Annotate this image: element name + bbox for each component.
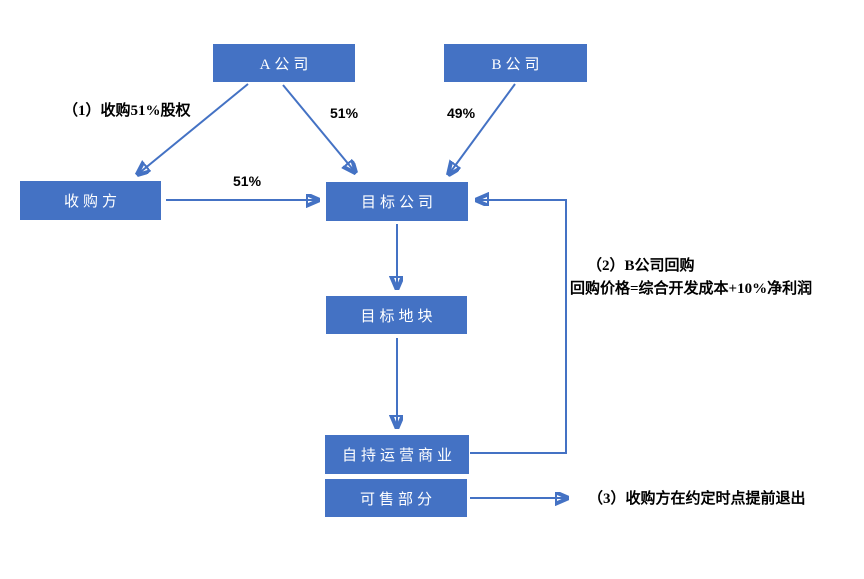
edge-selfheld-buyback-to-target [470,200,567,454]
label-acquirer-to-target-51pct: 51% [233,173,262,189]
node-target-land: 目标地块 [326,296,467,334]
node-target-company: 目标公司 [326,182,468,221]
label-step2-line2: 回购价格=综合开发成本+10%净利润 [570,281,813,298]
node-saleable-portion-label: 可售部分 [359,491,436,508]
node-self-held-business: 自持运营商业 [325,435,469,474]
node-target-company-label: 目标公司 [360,195,437,211]
label-b-to-target-49pct: 49% [447,105,476,121]
edge-companya-to-target [282,84,355,172]
node-company-a: A公司 [213,44,355,82]
edge-companyb-to-target [449,83,516,174]
node-company-b: B公司 [444,44,587,82]
node-company-b-label: B公司 [491,56,544,73]
node-company-a-label: A公司 [259,56,313,73]
label-a-to-target-51pct: 51% [330,105,359,121]
label-step3-early-exit: （3）收购方在约定时点提前退出 [588,491,806,507]
node-self-held-business-label: 自持运营商业 [341,448,456,464]
label-step2-buyback: （2）B公司回购 回购价格=综合开发成本+10%净利润 [570,255,812,302]
label-step2-line1: （2）B公司回购 [587,258,695,274]
node-acquirer-label: 收购方 [63,194,121,210]
node-acquirer: 收购方 [20,181,161,220]
edge-companya-to-acquirer [138,83,249,174]
node-saleable-portion: 可售部分 [325,479,467,517]
node-target-land-label: 目标地块 [360,308,437,325]
label-step1-acquire-51pct: （1）收购51%股权 [63,103,191,119]
